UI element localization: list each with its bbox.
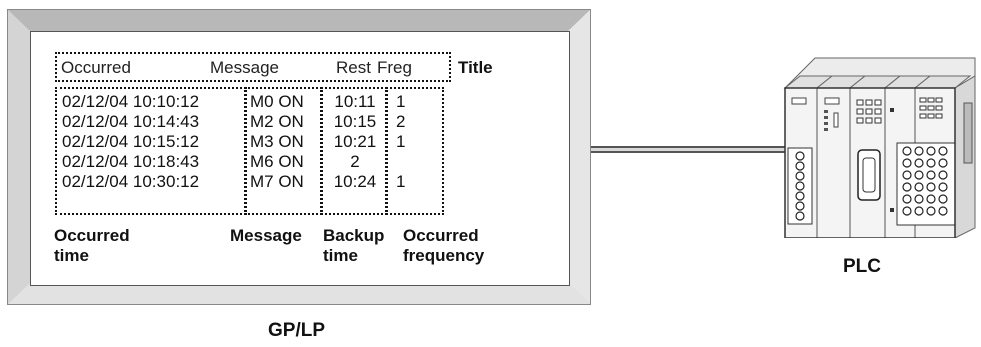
table-cell: 10:15	[333, 112, 377, 131]
header-message: Message	[210, 58, 279, 77]
gp-screen	[30, 31, 570, 286]
table-cell: 02/12/04 10:10:12	[62, 92, 200, 111]
table-cell: 02/12/04 10:15:12	[62, 132, 200, 151]
table-cell: M0 ON	[250, 92, 304, 111]
title-row-box	[55, 52, 451, 82]
message-label: Message	[230, 226, 302, 245]
occurred-time-label: Occurred time	[54, 226, 130, 265]
table-cell: 10:24	[333, 172, 377, 191]
table-cell: 02/12/04 10:18:43	[62, 152, 200, 171]
table-cell: M7 ON	[250, 172, 304, 191]
plc-device-label: PLC	[843, 256, 881, 277]
table-cell: 10:21	[333, 132, 377, 151]
table-cell: 2	[396, 112, 406, 131]
backup-time-label: Backup time	[323, 226, 385, 265]
frequency-column-box	[386, 87, 444, 215]
table-cell: M2 ON	[250, 112, 304, 131]
table-cell: 1	[396, 92, 406, 111]
table-cell: 10:11	[334, 92, 376, 111]
occurred-frequency-label: Occurred frequency	[403, 226, 485, 265]
table-cell: M3 ON	[250, 132, 304, 151]
header-freq: Freg	[377, 58, 412, 77]
table-cell: M6 ON	[250, 152, 304, 171]
header-rest: Rest	[336, 58, 371, 77]
plc-illustration	[783, 57, 976, 238]
connection-cable	[591, 146, 787, 153]
title-label: Title	[458, 58, 493, 77]
gp-device-label: GP/LP	[268, 320, 326, 341]
table-cell: 02/12/04 10:30:12	[62, 172, 200, 191]
freq-column: 1 2 1 1	[396, 92, 405, 192]
table-cell: 02/12/04 10:14:43	[62, 112, 200, 131]
header-occurred: Occurred	[61, 58, 131, 77]
table-cell: 2	[350, 152, 360, 171]
table-cell: 1	[396, 132, 406, 151]
table-cell: 1	[396, 172, 406, 191]
table-cell	[396, 152, 405, 172]
backup-column: 10:11 10:15 10:21 2 10:24	[328, 92, 382, 192]
message-column: M0 ON M2 ON M3 ON M6 ON M7 ON	[250, 92, 304, 192]
occurred-column: 02/12/04 10:10:12 02/12/04 10:14:43 02/1…	[62, 92, 199, 192]
